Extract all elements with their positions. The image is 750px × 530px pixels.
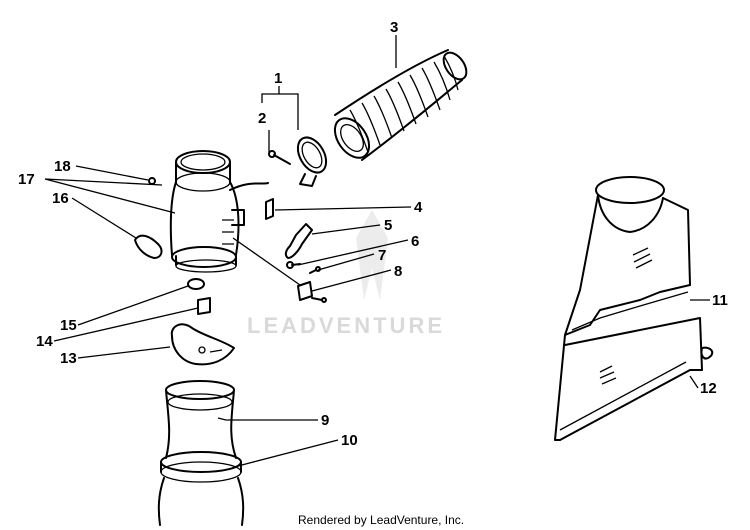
callout-11: 11 bbox=[712, 292, 728, 309]
watermark-text: LEADVENTURE bbox=[247, 313, 445, 338]
callout-8: 8 bbox=[394, 263, 402, 280]
handle-grip bbox=[134, 234, 163, 259]
spring bbox=[286, 261, 301, 269]
adapter bbox=[157, 380, 245, 526]
callout-14: 14 bbox=[36, 333, 53, 350]
callout-16: 16 bbox=[52, 190, 69, 207]
callout-7: 7 bbox=[378, 247, 386, 264]
callout-2: 2 bbox=[258, 110, 266, 127]
callout-17: 17 bbox=[18, 171, 35, 188]
flex-hose bbox=[333, 49, 468, 161]
callout-10: 10 bbox=[341, 432, 358, 449]
callout-15: 15 bbox=[60, 317, 77, 334]
footer-credit: Rendered by LeadVenture, Inc. bbox=[298, 513, 464, 527]
deflector bbox=[170, 323, 235, 366]
callout-1: 1 bbox=[274, 70, 282, 87]
callout-5: 5 bbox=[384, 217, 392, 234]
callout-6: 6 bbox=[411, 233, 419, 250]
latch-bracket bbox=[297, 281, 327, 303]
callout-12: 12 bbox=[700, 380, 717, 397]
gasket-upper bbox=[187, 278, 205, 290]
latch-lever bbox=[284, 223, 313, 259]
hose-clamp bbox=[296, 136, 328, 187]
leader-lines bbox=[44, 35, 710, 467]
callout-3: 3 bbox=[390, 19, 398, 36]
callout-13: 13 bbox=[60, 350, 77, 367]
latch-plate bbox=[265, 198, 274, 220]
collection-bag bbox=[554, 176, 714, 441]
callout-18: 18 bbox=[54, 158, 71, 175]
gasket-lower bbox=[197, 297, 211, 315]
blower-housing bbox=[169, 150, 269, 273]
callout-4: 4 bbox=[414, 199, 423, 216]
plug bbox=[148, 177, 156, 185]
callout-9: 9 bbox=[321, 412, 329, 429]
clamp-screw bbox=[268, 150, 291, 165]
